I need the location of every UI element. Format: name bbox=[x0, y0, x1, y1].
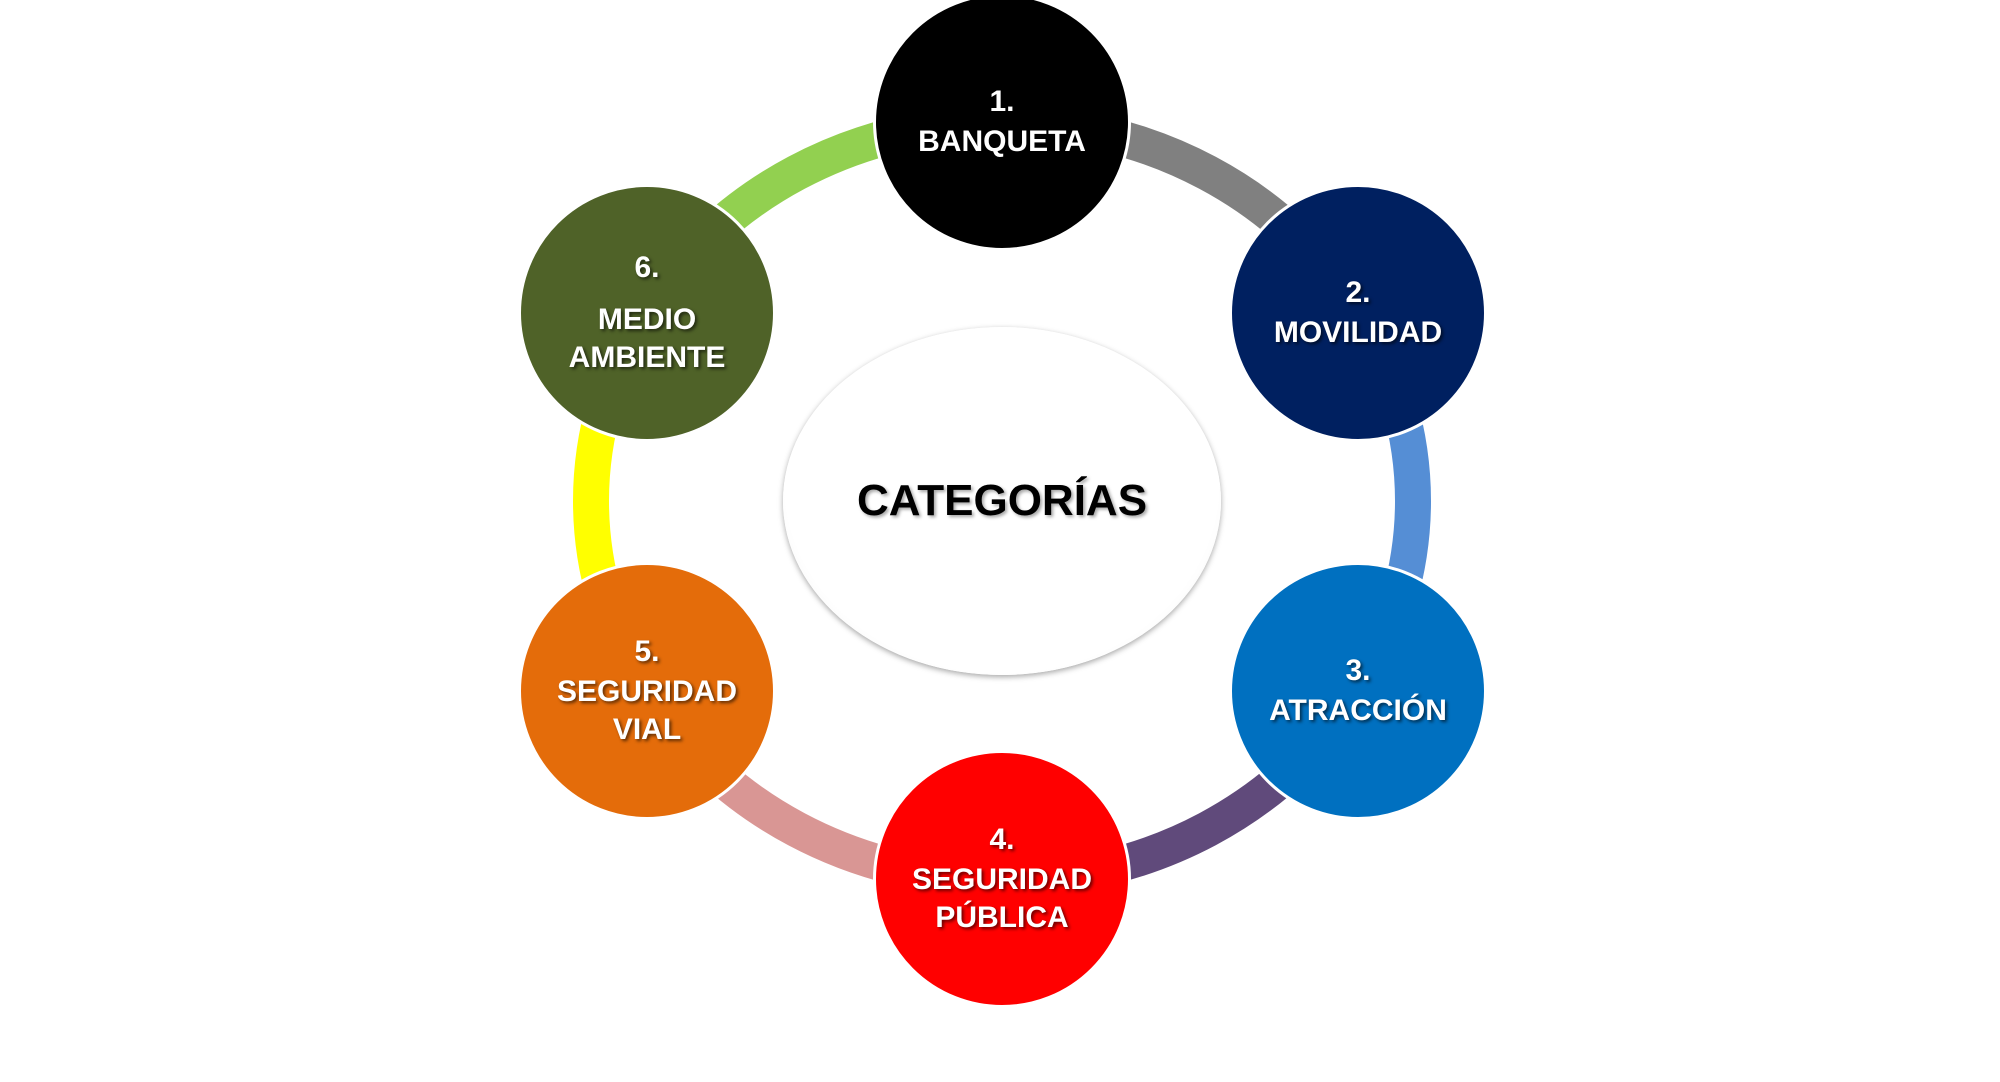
category-movilidad: 2. MOVILIDAD bbox=[1229, 184, 1487, 442]
node-number: 2. bbox=[1345, 276, 1371, 309]
center-label: CATEGORÍAS bbox=[783, 327, 1221, 675]
category-medio-ambiente: 6. MEDIO AMBIENTE bbox=[518, 184, 776, 442]
node-number: 4. bbox=[989, 823, 1015, 856]
node-number: 5. bbox=[634, 635, 660, 668]
node-label: SEGURIDAD VIAL bbox=[557, 675, 738, 746]
node-number: 1. bbox=[989, 85, 1015, 118]
category-banqueta: 1. BANQUETA bbox=[873, 0, 1131, 251]
category-seguridad-vial: 5. SEGURIDAD VIAL bbox=[518, 562, 776, 820]
node-label: MEDIO AMBIENTE bbox=[568, 303, 726, 374]
node-number: 3. bbox=[1345, 654, 1371, 687]
node-label: MOVILIDAD bbox=[1273, 316, 1443, 349]
category-atraccion: 3. ATRACCIÓN bbox=[1229, 562, 1487, 820]
node-label: SEGURIDAD PÚBLICA bbox=[912, 863, 1093, 934]
node-label: ATRACCIÓN bbox=[1269, 694, 1447, 727]
node-label: BANQUETA bbox=[918, 125, 1086, 158]
category-seguridad-publica: 4. SEGURIDAD PÚBLICA bbox=[873, 750, 1131, 1008]
node-number: 6. bbox=[634, 251, 660, 284]
